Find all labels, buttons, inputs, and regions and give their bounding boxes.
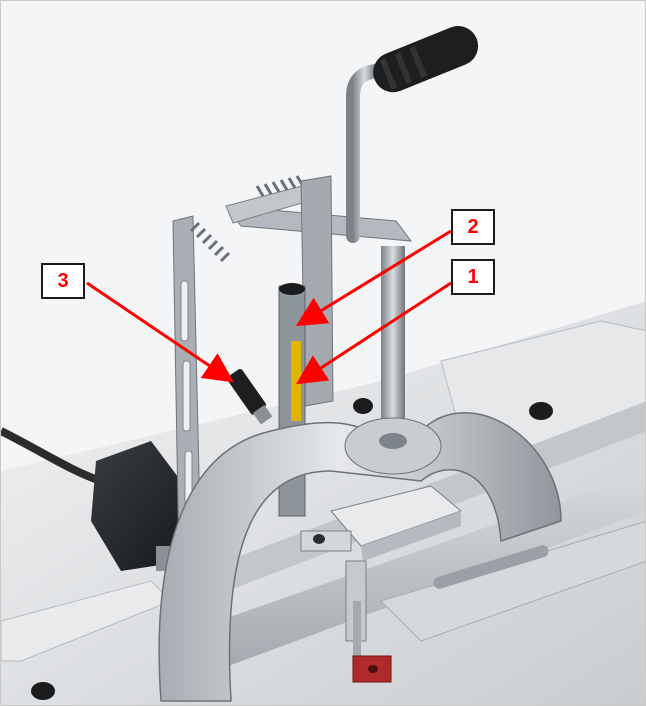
arrow-callout-2 [295, 229, 452, 327]
knob-right [529, 402, 553, 420]
arrow-callout-3 [86, 281, 234, 383]
clamp-pin [353, 601, 361, 661]
clamp-bracket [300, 530, 352, 552]
arch-body [158, 412, 562, 702]
callout-label-2: 2 [451, 209, 495, 245]
motor-housing [91, 441, 196, 571]
handle-lever [346, 64, 383, 243]
callout-label-1: 1 [451, 259, 495, 295]
clamp-block-hole [368, 665, 378, 673]
callout-label-3: 3 [41, 263, 85, 299]
left-spring [189, 221, 231, 263]
clamp-screw [313, 534, 325, 544]
frame-slot-middle [182, 360, 191, 432]
slot-opening [433, 545, 549, 589]
sensor [227, 368, 273, 425]
indicator-strip [291, 341, 301, 421]
arrow-callout-1 [295, 281, 452, 385]
mount-plate-edge [361, 511, 461, 561]
rail-slot [380, 521, 645, 642]
frame-slot-upper [180, 280, 189, 342]
rod-hub-bore [379, 433, 407, 449]
upper-spring [255, 175, 305, 197]
main-rod [381, 246, 405, 446]
knob-left [31, 682, 55, 700]
knob-center [353, 398, 373, 414]
column-cap [279, 283, 305, 295]
power-cable [1, 427, 103, 485]
handle-grip [373, 26, 479, 93]
left-table-top [1, 580, 172, 662]
